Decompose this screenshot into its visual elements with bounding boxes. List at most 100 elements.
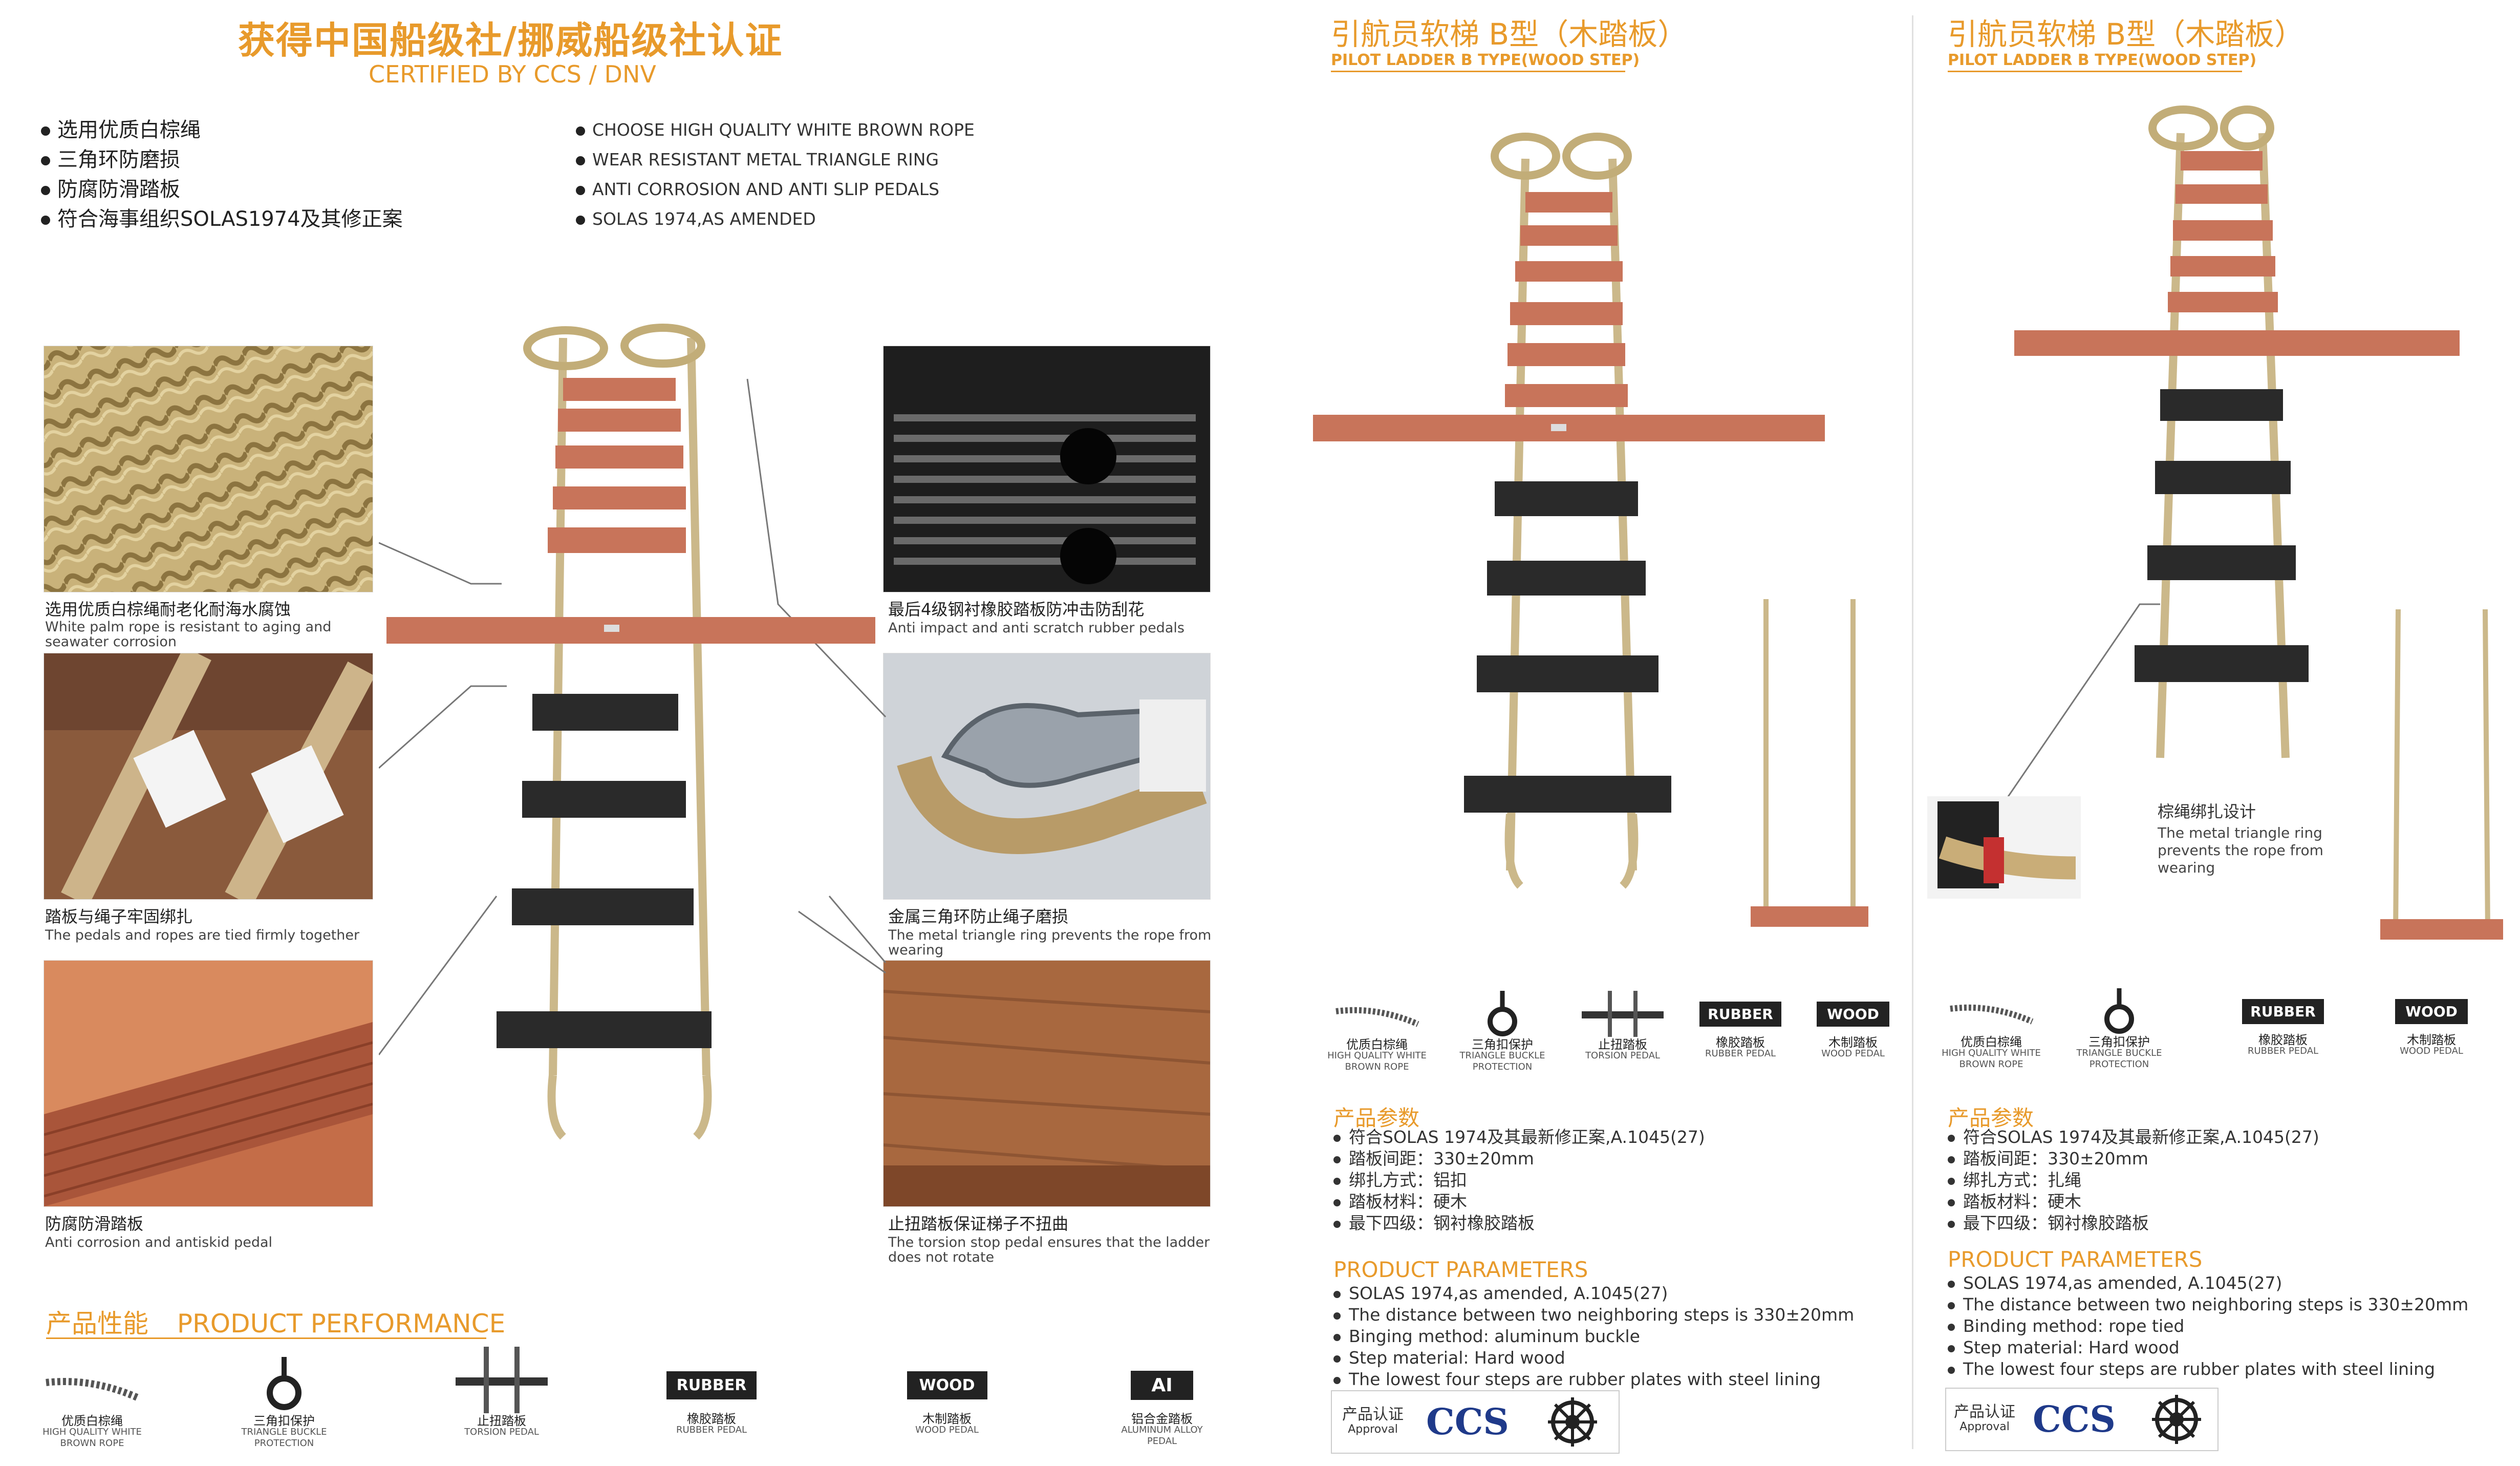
bullet-en: CHOOSE HIGH QUALITY WHITE BROWN ROPE xyxy=(592,120,975,140)
icon-label-cn: 止扭踏板 xyxy=(1598,1037,1647,1052)
mid-side-ladder xyxy=(1751,599,1868,927)
mid-params-en: SOLAS 1974,as amended, A.1045(27) The di… xyxy=(1333,1283,1854,1390)
icon-label-cn: 优质白棕绳 xyxy=(61,1414,123,1428)
icon-label-cn: 木制踏板 xyxy=(922,1412,972,1426)
param-item: 绑扎方式：铝扣 xyxy=(1349,1170,1467,1190)
param-item: Step material: Hard wood xyxy=(1963,1337,2180,1357)
bullet-cn: 符合海事组织SOLAS1974及其修正案 xyxy=(57,207,403,231)
caption-en: The metal triangle ring prevents the rop… xyxy=(888,927,1212,958)
right-params-en: SOLAS 1974,as amended, A.1045(27) The di… xyxy=(1948,1272,2468,1380)
bullet-cn: 防腐防滑踏板 xyxy=(57,178,180,201)
rope-icon xyxy=(1950,1004,2034,1025)
right-params-title-en: PRODUCT PARAMETERS xyxy=(1948,1247,2203,1272)
right-side-ladder xyxy=(2380,609,2503,940)
buckle-icon xyxy=(1488,991,1517,1036)
mid-params-title-cn: 产品参数 xyxy=(1333,1106,1420,1131)
icon-label-cn: 橡胶踏板 xyxy=(687,1412,736,1426)
icon-label-en: WOOD PEDAL xyxy=(915,1425,979,1435)
icon-label-en: ALUMINUM ALLOY PEDAL xyxy=(1121,1425,1203,1447)
icon-label-en: TORSION PEDAL xyxy=(464,1427,539,1437)
panel-divider xyxy=(1912,15,1913,1449)
bullet-en: SOLAS 1974,AS AMENDED xyxy=(592,209,816,229)
torsion-pedal-icon xyxy=(1582,991,1664,1037)
param-item: SOLAS 1974,as amended, A.1045(27) xyxy=(1963,1273,2282,1293)
param-item: 符合SOLAS 1974及其最新修正案,A.1045(27) xyxy=(1349,1127,1705,1147)
photo-rubber-pedal xyxy=(883,346,1211,592)
bullet-en: WEAR RESISTANT METAL TRIANGLE RING xyxy=(592,150,939,169)
param-item: The distance between two neighboring ste… xyxy=(1349,1305,1855,1325)
right-detail-cn: 棕绳绑扎设计 xyxy=(2158,802,2256,821)
param-item: 符合SOLAS 1974及其最新修正案,A.1045(27) xyxy=(1963,1127,2319,1147)
rope-icon xyxy=(1336,1007,1419,1027)
param-item: 踏板材料：硬木 xyxy=(1963,1192,2081,1212)
mid-params-cn: 符合SOLAS 1974及其最新修正案,A.1045(27) 踏板间距：330±… xyxy=(1333,1127,1705,1234)
approval-label-cn: 产品认证 xyxy=(1342,1406,1404,1423)
wood-badge-icon: WOOD xyxy=(2395,998,2468,1024)
caption-cn: 最后4级钢衬橡胶踏板防冲击防刮花 xyxy=(888,600,1145,619)
mid-params-title-en: PRODUCT PARAMETERS xyxy=(1333,1257,1588,1282)
right-ladder-illustration xyxy=(2007,105,2460,799)
icon-label-cn: 三角扣保护 xyxy=(2088,1035,2150,1049)
icon-label-en: TORSION PEDAL xyxy=(1585,1050,1660,1061)
right-title-en: PILOT LADDER B TYPE(WOOD STEP) xyxy=(1948,51,2257,69)
icon-label-cn: 木制踏板 xyxy=(2407,1033,2456,1047)
right-approval-box: 产品认证 Approval CCS xyxy=(1945,1388,2219,1451)
icon-label-en: TRIANGLE BUCKLE PROTECTION xyxy=(1459,1050,1545,1072)
tied-pedal-image xyxy=(44,653,373,899)
param-item: 踏板材料：硬木 xyxy=(1349,1192,1467,1212)
icon-label-en: TRIANGLE BUCKLE PROTECTION xyxy=(2076,1048,2162,1070)
param-item: The distance between two neighboring ste… xyxy=(1963,1294,2469,1314)
torsion-pedal-image xyxy=(884,961,1210,1206)
right-detail-en: The metal triangle ring prevents the rop… xyxy=(2158,824,2323,876)
right-title-underline xyxy=(1948,71,2242,72)
caption-cn: 金属三角环防止绳子磨损 xyxy=(888,907,1069,926)
icon-label-cn: 木制踏板 xyxy=(1828,1035,1878,1050)
param-item: 踏板间距：330±20mm xyxy=(1963,1149,2148,1168)
mid-title-en: PILOT LADDER B TYPE(WOOD STEP) xyxy=(1331,51,1640,69)
icon-label-cn: 三角扣保护 xyxy=(253,1414,315,1428)
buckle-icon xyxy=(2104,988,2134,1034)
rubber-badge-icon: RUBBER xyxy=(1699,1001,1781,1027)
photo-rope-tie-detail xyxy=(1927,796,2081,899)
bullet-cn: 选用优质白棕绳 xyxy=(57,118,201,142)
left-bullets-en: CHOOSE HIGH QUALITY WHITE BROWN ROPE WEA… xyxy=(576,115,975,234)
caption-cn: 防腐防滑踏板 xyxy=(45,1214,144,1234)
icon-label-cn: 铝合金踏板 xyxy=(1131,1412,1193,1426)
icon-label-en: HIGH QUALITY WHITE BROWN ROPE xyxy=(42,1427,142,1449)
photo-triangle-ring xyxy=(883,653,1211,900)
right-params-title-cn: 产品参数 xyxy=(1948,1106,2034,1131)
bullet-en: ANTI CORROSION AND ANTI SLIP PEDALS xyxy=(592,179,940,199)
torsion-pedal-icon xyxy=(456,1347,548,1413)
icon-label-en: WOOD PEDAL xyxy=(2400,1046,2463,1056)
photo-wood-pedal xyxy=(44,960,373,1207)
icon-label-cn: 优质白棕绳 xyxy=(1961,1035,2022,1049)
rubber-badge-icon: RUBBER xyxy=(666,1371,757,1399)
thimble-image xyxy=(884,653,1210,899)
rubber-badge-icon: RUBBER xyxy=(2242,998,2324,1024)
param-item: The lowest four steps are rubber plates … xyxy=(1963,1359,2436,1379)
wood-badge-icon: WOOD xyxy=(1817,1001,1889,1027)
perf-title-en: PRODUCT PERFORMANCE xyxy=(177,1309,506,1338)
rope-tie-detail-image xyxy=(1927,796,2081,899)
caption-en: Anti corrosion and antiskid pedal xyxy=(45,1235,273,1250)
param-item: Binging method: aluminum buckle xyxy=(1349,1326,1640,1346)
bullet-cn: 三角环防磨损 xyxy=(57,148,180,172)
caption-cn: 选用优质白棕绳耐老化耐海水腐蚀 xyxy=(45,600,291,619)
photo-torsion-pedal xyxy=(883,960,1211,1207)
left-bullets-cn: 选用优质白棕绳 三角环防磨损 防腐防滑踏板 符合海事组织SOLAS1974及其修… xyxy=(41,115,403,234)
approval-label-cn: 产品认证 xyxy=(1954,1403,2015,1421)
